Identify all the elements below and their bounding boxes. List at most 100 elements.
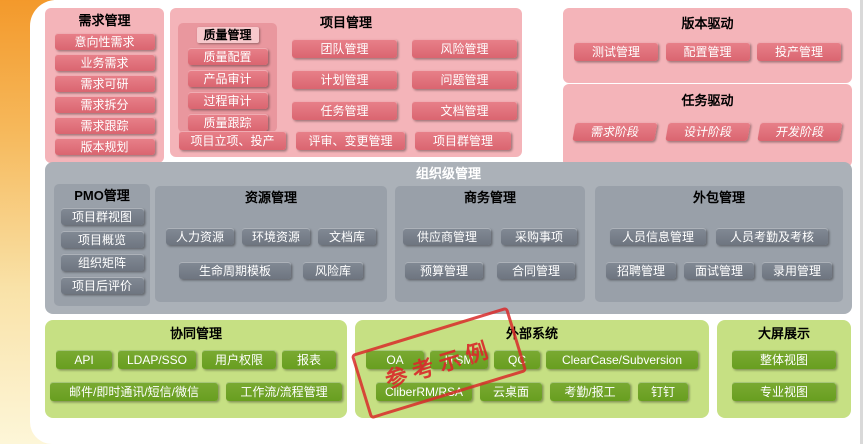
task-driven-row: 需求阶段 设计阶段 开发阶段 <box>572 122 843 141</box>
collaboration-block: API <box>56 350 112 369</box>
quality-title: 质量管理 <box>196 27 259 43</box>
external-row-2: CliberRM/RSA 云桌面 考勤/报工 钉钉 <box>355 382 709 401</box>
requirements-block: 需求可研 <box>54 75 155 92</box>
requirements-title: 需求管理 <box>78 13 131 28</box>
business-block: 预算管理 <box>405 262 483 279</box>
requirements-section: 需求管理 意向性需求 业务需求 需求可研 需求拆分 需求跟踪 版本规划 <box>45 8 164 163</box>
external-block: CliberRM/RSA <box>376 382 472 401</box>
project-block: 项目群管理 <box>415 131 511 150</box>
project-column-1: 团队管理 计划管理 任务管理 <box>292 39 397 120</box>
collaboration-block: 邮件/即时通讯/短信/微信 <box>50 382 218 401</box>
project-column-2: 风险管理 问题管理 文档管理 <box>412 39 517 120</box>
task-block: 开发阶段 <box>757 122 843 141</box>
project-block: 文档管理 <box>412 101 517 120</box>
version-block: 测试管理 <box>574 42 658 61</box>
resource-row-2: 生命周期模板 风险库 <box>155 262 387 279</box>
project-block: 风险管理 <box>412 39 517 58</box>
external-block: ClearCase/Subversion <box>546 350 698 369</box>
external-block: OA <box>366 350 424 369</box>
pmo-block: 组织矩阵 <box>60 254 144 271</box>
resource-block: 生命周期模板 <box>179 262 291 279</box>
version-driven-row: 测试管理 配置管理 投产管理 <box>574 42 841 61</box>
collaboration-block: 用户权限 <box>202 350 276 369</box>
collaboration-section: 协同管理 API LDAP/SSO 用户权限 报表 邮件/即时通讯/短信/微信 … <box>45 320 347 418</box>
version-block: 配置管理 <box>665 42 750 61</box>
pmo-block: 项目后评价 <box>60 277 144 294</box>
quality-block: 产品审计 <box>187 70 268 87</box>
display-title: 大屏展示 <box>757 326 810 341</box>
outsourcing-row-1: 人员信息管理 人员考勤及考核 <box>595 228 843 245</box>
collaboration-block: LDAP/SSO <box>118 350 196 369</box>
right-border <box>860 0 863 444</box>
pmo-list: 项目群视图 项目概览 组织矩阵 项目后评价 <box>54 208 150 294</box>
outsourcing-block: 录用管理 <box>762 262 832 279</box>
resource-subsection: 资源管理 人力资源 环境资源 文档库 生命周期模板 风险库 <box>155 186 387 302</box>
requirements-block: 意向性需求 <box>54 33 155 50</box>
business-title: 商务管理 <box>463 190 516 205</box>
version-driven-title: 版本驱动 <box>681 16 734 31</box>
outsourcing-block: 招聘管理 <box>606 262 676 279</box>
outsourcing-title: 外包管理 <box>692 190 745 205</box>
collaboration-row-2: 邮件/即时通讯/短信/微信 工作流/流程管理 <box>45 382 347 401</box>
resource-block: 人力资源 <box>166 228 234 245</box>
external-block: QC <box>494 350 540 369</box>
resource-block: 环境资源 <box>242 228 310 245</box>
project-block: 任务管理 <box>292 101 397 120</box>
project-block: 评审、变更管理 <box>296 131 405 150</box>
quality-block: 质量配置 <box>187 48 268 65</box>
pmo-block: 项目群视图 <box>60 208 144 225</box>
organization-section: 组织级管理 PMO管理 项目群视图 项目概览 组织矩阵 项目后评价 资源管理 人… <box>45 162 852 314</box>
quality-list: 质量配置 产品审计 过程审计 质量跟踪 <box>178 48 277 131</box>
requirements-block: 需求拆分 <box>54 96 155 113</box>
display-block: 整体视图 <box>732 350 836 369</box>
project-block: 问题管理 <box>412 70 517 89</box>
project-block: 团队管理 <box>292 39 397 58</box>
external-block: 云桌面 <box>480 382 542 401</box>
external-row-1: OA ITSM QC ClearCase/Subversion <box>355 350 709 369</box>
display-row-2: 专业视图 <box>717 382 851 401</box>
task-driven-section: 任务驱动 需求阶段 设计阶段 开发阶段 <box>563 84 852 167</box>
resource-block: 文档库 <box>318 228 376 245</box>
business-block: 合同管理 <box>497 262 575 279</box>
business-block: 采购事项 <box>501 228 577 245</box>
resource-row-1: 人力资源 环境资源 文档库 <box>155 228 387 245</box>
external-systems-title: 外部系统 <box>505 326 558 341</box>
task-driven-title: 任务驱动 <box>681 93 734 108</box>
project-block: 项目立项、投产 <box>179 131 286 150</box>
resource-title: 资源管理 <box>244 190 297 205</box>
external-block: 钉钉 <box>638 382 688 401</box>
outsourcing-block: 人员考勤及考核 <box>716 228 828 245</box>
version-block: 投产管理 <box>757 42 841 61</box>
project-title: 项目管理 <box>319 15 372 30</box>
project-block: 计划管理 <box>292 70 397 89</box>
resource-block: 风险库 <box>303 262 363 279</box>
pmo-title: PMO管理 <box>74 188 130 203</box>
pmo-block: 项目概览 <box>60 231 144 248</box>
outsourcing-subsection: 外包管理 人员信息管理 人员考勤及考核 招聘管理 面试管理 录用管理 <box>595 186 843 302</box>
requirements-block: 需求跟踪 <box>54 117 155 134</box>
project-section: 项目管理 质量管理 质量配置 产品审计 过程审计 质量跟踪 团队管理 计划管理 … <box>170 8 522 157</box>
display-section: 大屏展示 整体视图 专业视图 <box>717 320 851 418</box>
external-systems-section: 外部系统 OA ITSM QC ClearCase/Subversion Cli… <box>355 320 709 418</box>
outsourcing-block: 人员信息管理 <box>610 228 706 245</box>
task-block: 设计阶段 <box>664 122 751 141</box>
organization-title: 组织级管理 <box>415 166 481 181</box>
outsourcing-block: 面试管理 <box>684 262 754 279</box>
business-subsection: 商务管理 供应商管理 采购事项 预算管理 合同管理 <box>395 186 585 302</box>
outsourcing-row-2: 招聘管理 面试管理 录用管理 <box>595 262 843 279</box>
version-driven-section: 版本驱动 测试管理 配置管理 投产管理 <box>563 8 852 83</box>
requirements-block: 业务需求 <box>54 54 155 71</box>
requirements-list: 意向性需求 业务需求 需求可研 需求拆分 需求跟踪 版本规划 <box>45 33 164 155</box>
task-block: 需求阶段 <box>572 122 658 141</box>
business-block: 供应商管理 <box>403 228 491 245</box>
display-row-1: 整体视图 <box>717 350 851 369</box>
quality-subsection: 质量管理 质量配置 产品审计 过程审计 质量跟踪 <box>178 23 277 132</box>
external-block: 考勤/报工 <box>550 382 630 401</box>
requirements-block: 版本规划 <box>54 138 155 155</box>
collaboration-row-1: API LDAP/SSO 用户权限 报表 <box>45 350 347 369</box>
business-row-2: 预算管理 合同管理 <box>395 262 585 279</box>
display-block: 专业视图 <box>732 382 836 401</box>
quality-block: 质量跟踪 <box>187 114 268 131</box>
project-bottom-row: 项目立项、投产 评审、变更管理 项目群管理 <box>179 131 511 150</box>
business-row-1: 供应商管理 采购事项 <box>395 228 585 245</box>
